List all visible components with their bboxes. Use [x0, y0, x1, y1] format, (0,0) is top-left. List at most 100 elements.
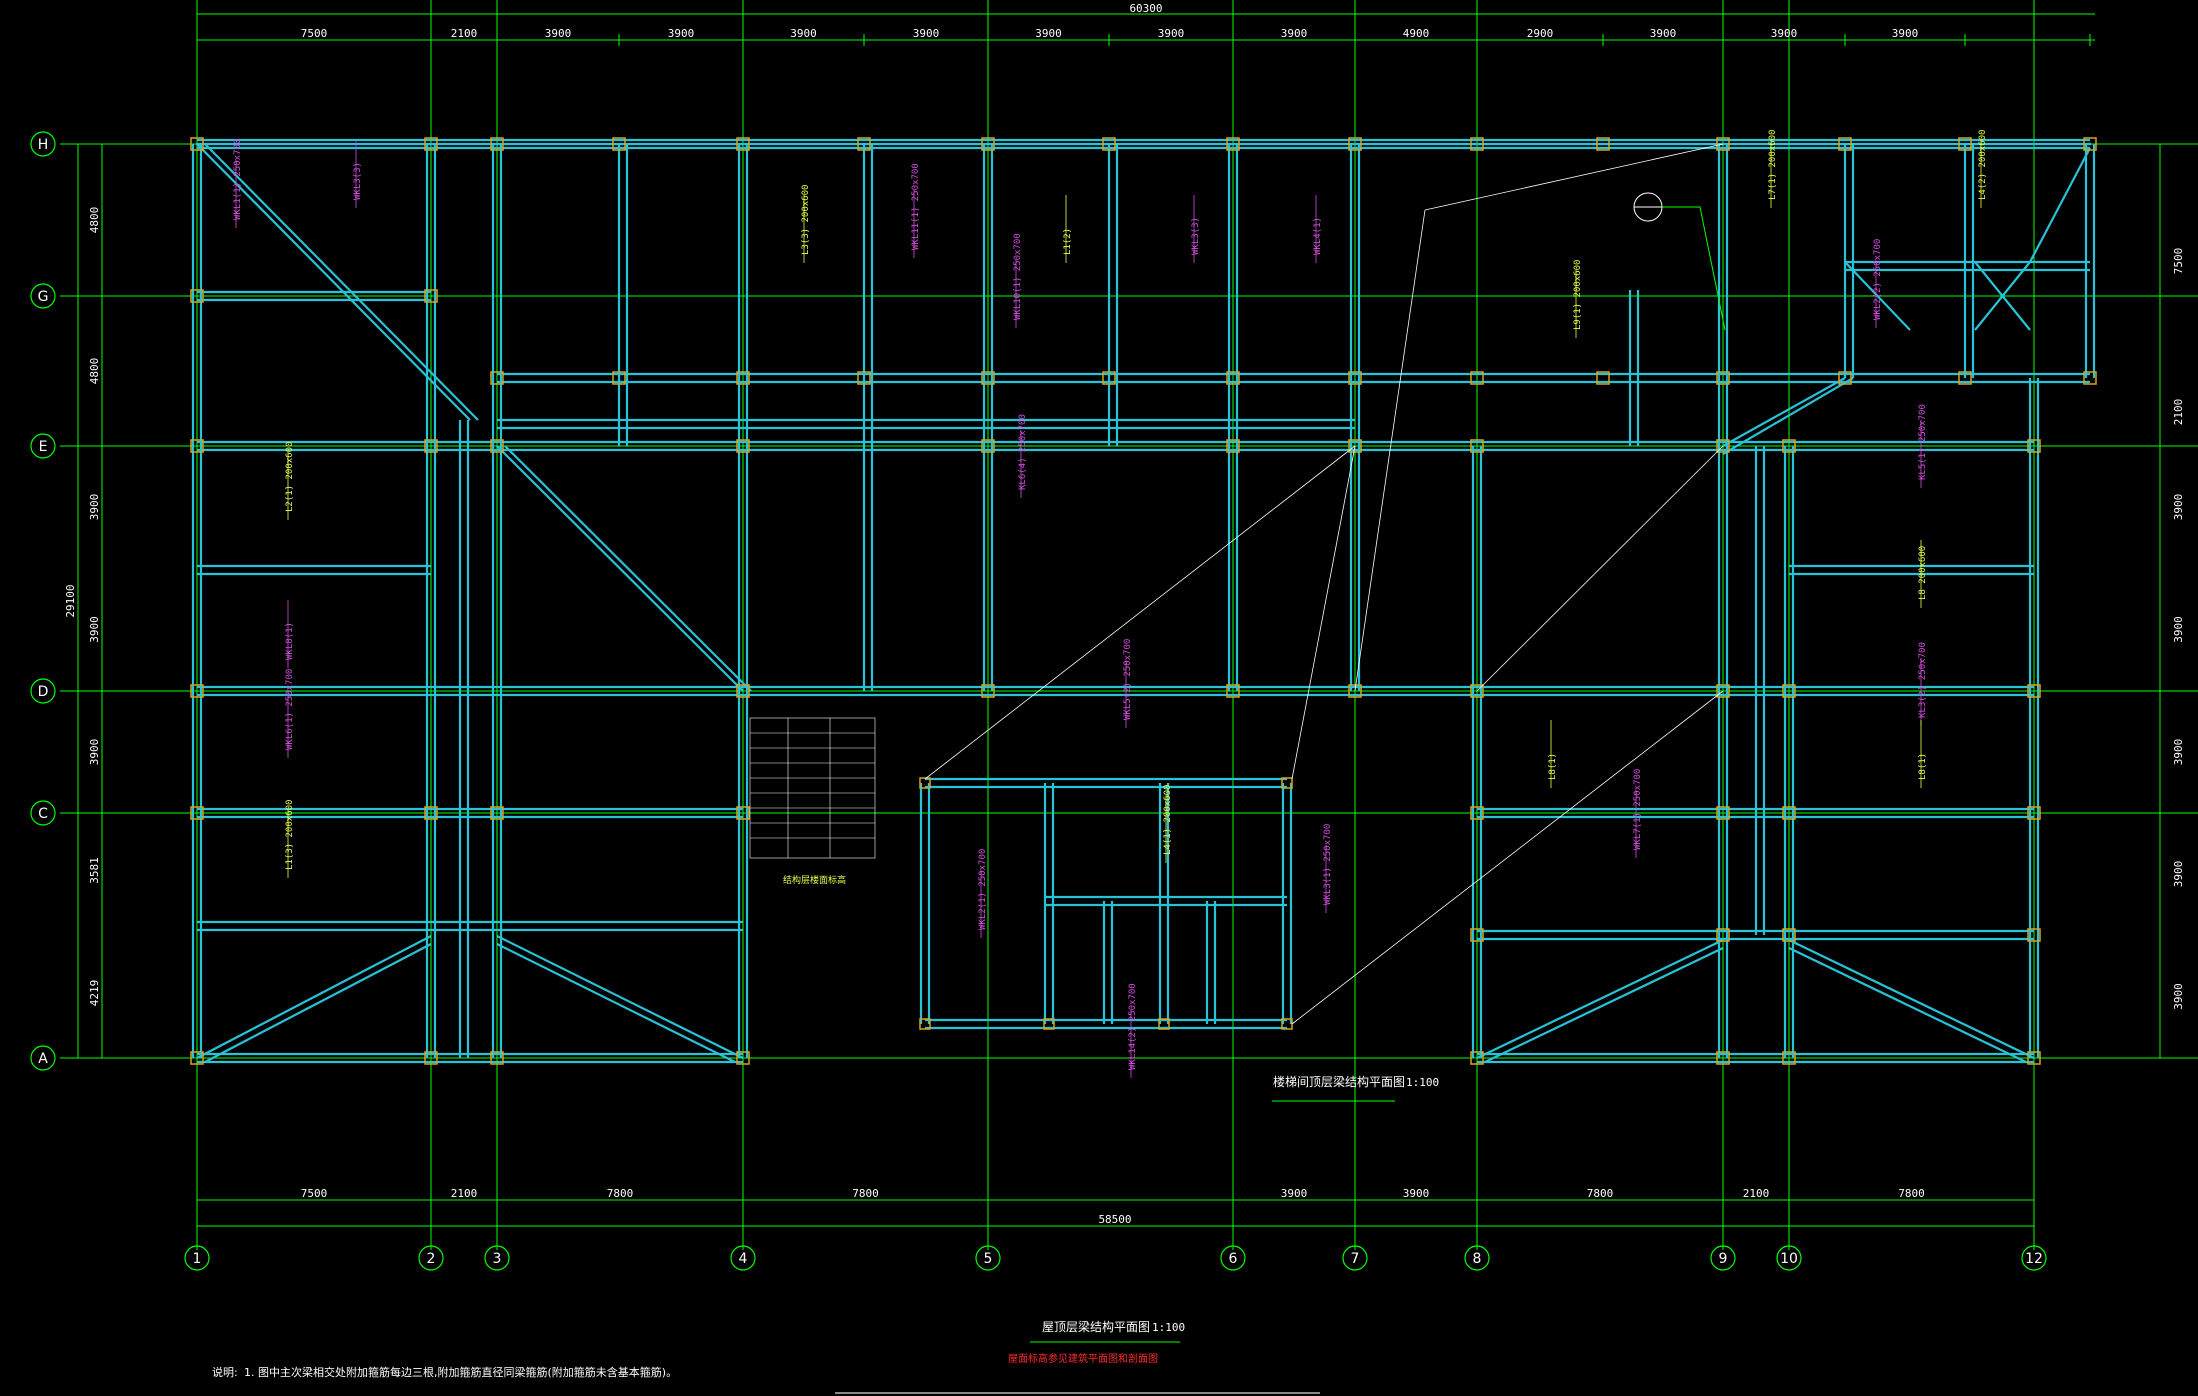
column [1716, 439, 1730, 453]
row-axis-circle [30, 678, 56, 704]
column-axis-label: 1 [193, 1251, 202, 1267]
column-axis-circle [1776, 1245, 1802, 1271]
bottom-span-dimension: 3900 [1403, 1187, 1430, 1200]
top-span-dimension: 3900 [1771, 27, 1798, 40]
left-span-dimension: 3900 [88, 616, 101, 643]
beam-annotation: L9(1) 200x600 [1573, 260, 1583, 330]
bottom-span-dimension: 7800 [607, 1187, 634, 1200]
bottom-dimension-chain [197, 1199, 2034, 1227]
column [190, 289, 204, 303]
column [1716, 928, 1730, 942]
column-axis-label: 9 [1719, 1251, 1728, 1267]
column [2027, 439, 2041, 453]
left-span-dimension: 3900 [88, 739, 101, 766]
leader-lines [924, 143, 1724, 1025]
beam-annotation: L2(1) 200x600 [285, 442, 295, 512]
bottom-span-dimension: 7800 [1898, 1187, 1925, 1200]
red-note: 屋面标高参见建筑平面图和剖面图 [1008, 1352, 1158, 1365]
beam-annotation: WKL4(1) [1313, 217, 1323, 255]
column [981, 684, 995, 698]
top-span-dimension: 7500 [301, 27, 328, 40]
bottom-span-dimension: 7800 [852, 1187, 879, 1200]
column [736, 439, 750, 453]
column-axis-circle [1342, 1245, 1368, 1271]
beam-annotation: WKL2(2) 250x700 [1873, 239, 1883, 320]
column-axis-circle [975, 1245, 1001, 1271]
column [190, 684, 204, 698]
column [981, 137, 995, 151]
beam-annotation: WKL14(2) 250x700 [1128, 983, 1138, 1070]
column [1782, 439, 1796, 453]
column [736, 1051, 750, 1065]
right-span-dimension: 7500 [2172, 248, 2185, 275]
row-axis-label: H [38, 137, 49, 153]
top-span-dimension: 3900 [1650, 27, 1677, 40]
beam-annotation: WKL1(1) 250x700 [233, 139, 243, 220]
top-dimension-chain [197, 13, 2095, 41]
beam-annotation: L8(1) [1548, 753, 1558, 780]
column [1716, 806, 1730, 820]
left-span-dimension: 3900 [88, 494, 101, 521]
column [612, 137, 626, 151]
right-span-dimension: 2100 [2172, 399, 2185, 426]
right-span-dimension: 3900 [2172, 616, 2185, 643]
column [1226, 371, 1240, 385]
beam-annotation: L1(3) 200x600 [285, 800, 295, 870]
column-axis-circle [184, 1245, 210, 1271]
beam-annotation: L3(3) 200x600 [801, 185, 811, 255]
roof-plan-scale: 1:100 [1152, 1321, 1185, 1334]
column-axis-label: 8 [1473, 1251, 1482, 1267]
right-span-dimension: 3900 [2172, 739, 2185, 766]
column [490, 439, 504, 453]
top-total-dimension: 60300 [1129, 2, 1162, 15]
column [424, 289, 438, 303]
row-axis-label: C [38, 806, 48, 822]
column [2027, 806, 2041, 820]
column [2027, 684, 2041, 698]
floor-elevation-table [749, 717, 876, 859]
beam-annotation: WKL6(1) 250x700 [285, 669, 295, 750]
column [1958, 371, 1972, 385]
column-axis-circle [418, 1245, 444, 1271]
column [857, 371, 871, 385]
stair-plan-scale: 1:100 [1406, 1076, 1439, 1089]
row-axis-label: E [39, 439, 48, 455]
column [612, 371, 626, 385]
column [1470, 371, 1484, 385]
column [736, 137, 750, 151]
column [1102, 371, 1116, 385]
beam-annotation: WKL3(1) 250x700 [1323, 824, 1333, 905]
column [1470, 439, 1484, 453]
column [1782, 684, 1796, 698]
column [1716, 371, 1730, 385]
column [1716, 1051, 1730, 1065]
column [857, 137, 871, 151]
notes-label: 说明: [212, 1365, 238, 1379]
beam-annotation: WKL7(1) 250x700 [1633, 769, 1643, 850]
column [1470, 1051, 1484, 1065]
column [490, 137, 504, 151]
column [1716, 684, 1730, 698]
top-span-dimension: 3900 [913, 27, 940, 40]
column [1716, 137, 1730, 151]
column-axis-circle [730, 1245, 756, 1271]
column-axis-label: 6 [1229, 1251, 1238, 1267]
bottom-span-dimension: 7500 [301, 1187, 328, 1200]
column-axis-circle [484, 1245, 510, 1271]
beam-annotation: WKL2(1) 250x700 [978, 849, 988, 930]
column [1348, 137, 1362, 151]
bottom-total-dimension: 58500 [1098, 1213, 1131, 1226]
beam-annotation: WKL5(2) 250x700 [1123, 639, 1133, 720]
left-span-dimension: 4219 [88, 980, 101, 1007]
column [424, 1051, 438, 1065]
row-axis-label: D [38, 684, 49, 700]
column [736, 684, 750, 698]
column [1782, 1051, 1796, 1065]
column [1838, 371, 1852, 385]
